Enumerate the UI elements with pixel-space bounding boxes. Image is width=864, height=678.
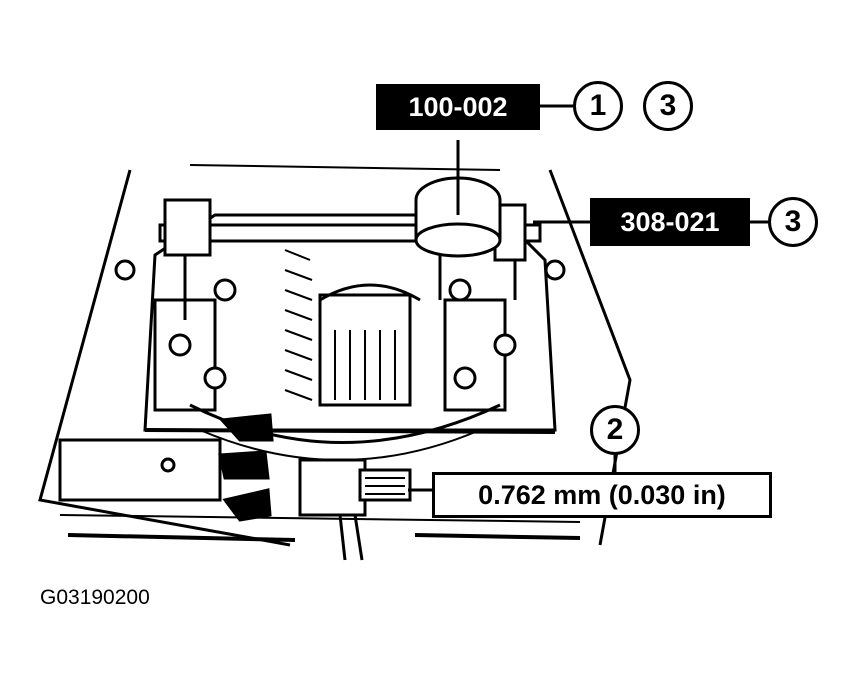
clearance-spec-box: 0.762 mm (0.030 in) — [432, 472, 772, 518]
tool-label-100-002: 100-002 — [376, 84, 540, 130]
lower-bracket — [58, 438, 412, 561]
tool-wedges — [218, 413, 274, 522]
dial-indicator — [414, 140, 502, 300]
callout-3-top: 3 — [643, 81, 693, 131]
ring-gear — [284, 249, 313, 401]
callout-2: 2 — [590, 405, 640, 455]
housing — [143, 213, 557, 461]
pinion — [318, 283, 421, 407]
figure-id: G03190200 — [40, 586, 150, 609]
callout-1: 1 — [573, 81, 623, 131]
callout-3-right: 3 — [768, 197, 818, 247]
frame-outline — [38, 164, 632, 547]
leader-lines — [408, 104, 768, 492]
tool-label-308-021: 308-021 — [590, 198, 750, 246]
